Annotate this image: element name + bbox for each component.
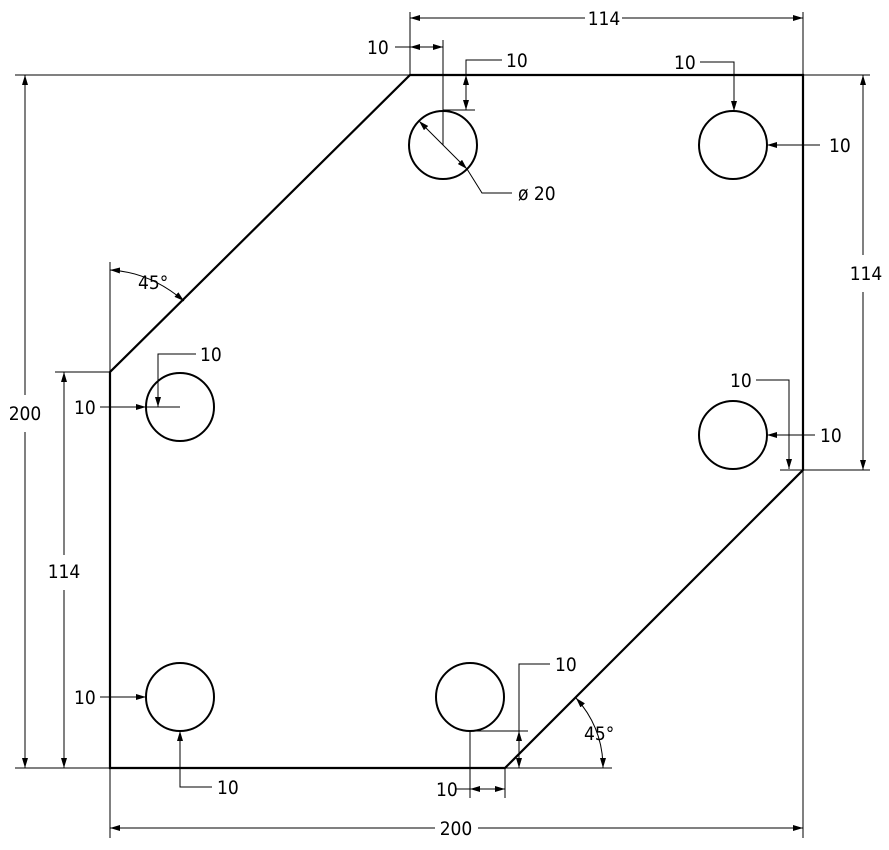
dim-top-right-hole-x: 10 [767, 135, 851, 157]
hole-middle-right [698, 400, 768, 470]
hole-bottom-middle [435, 662, 505, 732]
dim-left-114: 114 [48, 371, 110, 768]
dim-label-10: 10 [74, 397, 96, 419]
dim-top-114-label: 114 [588, 8, 621, 30]
dim-bottom-200-label: 200 [440, 818, 473, 840]
hole-top-right [698, 110, 768, 180]
angle-label-45: 45° [584, 723, 614, 745]
dim-middle-left-hole-x: 10 [74, 397, 180, 419]
dim-middle-right-hole-y: 10 [730, 370, 803, 471]
dim-angle-45-upper: 45° [109, 262, 185, 372]
dim-label-10: 10 [820, 425, 842, 447]
dim-bottom-left-hole-x: 10 [74, 687, 146, 709]
dim-middle-left-hole-y: 10 [155, 344, 222, 407]
dim-label-10: 10 [217, 777, 239, 799]
hole-diameter-label: ø 20 [518, 183, 556, 205]
dim-bottom-left-hole-y: 10 [177, 731, 239, 799]
dim-label-10: 10 [506, 50, 528, 72]
dim-top-right-hole-y: 10 [674, 52, 737, 111]
dim-left-114-label: 114 [48, 561, 81, 583]
dim-label-10: 10 [74, 687, 96, 709]
dim-bottom-middle-hole-x: 10 [436, 731, 506, 801]
dim-bottom-200: 200 [109, 470, 804, 840]
dim-label-10: 10 [555, 654, 577, 676]
dim-label-10: 10 [829, 135, 851, 157]
angle-label-45: 45° [138, 272, 168, 294]
dim-label-10: 10 [200, 344, 222, 366]
dim-bottom-middle-hole-y: 10 [470, 654, 577, 768]
dim-top-114: 114 [409, 8, 804, 75]
dim-left-200: 200 [9, 74, 410, 769]
dim-top-left-hole-y: 10 [443, 50, 528, 111]
hole-bottom-left [145, 662, 215, 732]
dim-right-114-label: 114 [850, 263, 883, 285]
dim-label-10: 10 [436, 779, 458, 801]
dim-right-114: 114 [803, 74, 883, 471]
dim-label-10: 10 [674, 52, 696, 74]
dim-top-left-hole-x: 10 [367, 37, 444, 145]
dim-label-10: 10 [367, 37, 389, 59]
dim-left-200-label: 200 [9, 403, 42, 425]
part-outline [108, 73, 805, 770]
dim-angle-45-lower: 45° [505, 697, 614, 769]
dim-hole-diameter: ø 20 [418, 120, 556, 205]
dim-middle-right-hole-x: 10 [767, 425, 842, 447]
dim-label-10: 10 [730, 370, 752, 392]
